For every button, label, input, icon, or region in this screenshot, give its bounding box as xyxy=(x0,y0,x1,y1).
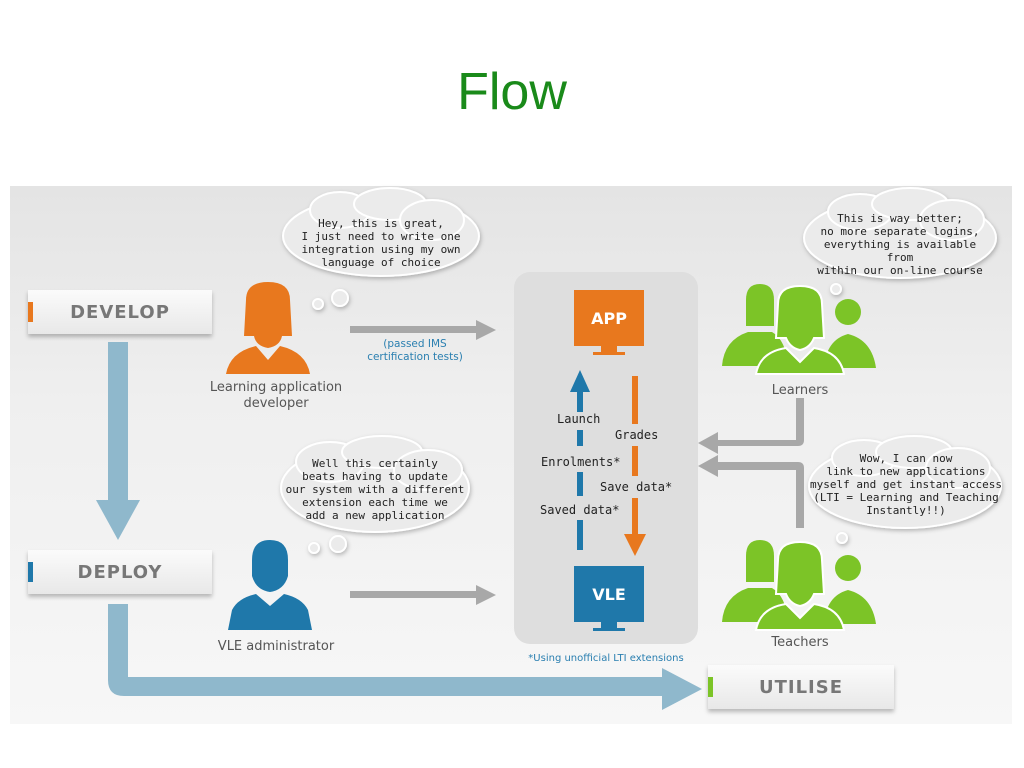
developer-quote-line: Hey, this is great, xyxy=(318,217,444,230)
admin-quote-line: beats having to update xyxy=(302,470,448,483)
deploy-stage-marker xyxy=(28,562,33,582)
admin-thought-cloud xyxy=(280,435,470,554)
vle-to-app-arrow xyxy=(570,370,590,550)
develop-stage-marker xyxy=(28,302,33,322)
admin-quote-line: add a new application xyxy=(305,509,445,522)
teachers-quote-line: Wow, I can now xyxy=(859,452,953,465)
learners-quote-line: everything is available from xyxy=(823,238,977,264)
learners-quote: This is way better; no more separate log… xyxy=(808,212,992,277)
admin-quote-line: Well this certainly xyxy=(312,457,438,470)
admin-to-vle-arrow xyxy=(350,585,496,605)
developer-person-icon xyxy=(226,282,310,374)
teachers-quote-line: (LTI = Learning and Teaching xyxy=(813,491,999,504)
flow-grades-label: Grades xyxy=(615,428,659,442)
page-title: Flow xyxy=(457,63,567,121)
teachers-quote-line: link to new applications xyxy=(826,465,986,478)
ims-note-line1: (passed IMS xyxy=(383,338,447,350)
deploy-stage-text: DEPLOY xyxy=(77,561,163,583)
learners-group-icon xyxy=(722,284,876,375)
develop-stage-label: DEVELOP xyxy=(28,290,212,334)
developer-to-app-arrow xyxy=(350,320,496,340)
develop-to-deploy-arrow xyxy=(96,342,140,540)
teachers-group-icon xyxy=(722,540,876,631)
utilise-stage-text: UTILISE xyxy=(758,676,844,698)
teachers-to-center-arrow xyxy=(698,455,804,528)
utilise-stage-label: UTILISE xyxy=(708,665,894,709)
deploy-stage-label: DEPLOY xyxy=(28,550,212,594)
teachers-caption: Teachers xyxy=(771,635,829,650)
learners-quote-line: This is way better; xyxy=(837,212,963,225)
developer-caption-line1: Learning application xyxy=(209,380,343,395)
flow-enrolments-label: Enrolments* xyxy=(541,455,621,469)
admin-quote-line: extension each time we xyxy=(302,496,448,509)
learners-caption: Learners xyxy=(771,383,829,398)
teachers-quote: Wow, I can now link to new applications … xyxy=(808,452,1004,517)
admin-quote-line: our system with a different xyxy=(285,483,465,496)
learners-to-center-arrow xyxy=(698,398,804,454)
deploy-to-utilise-arrow xyxy=(108,604,702,710)
developer-caption: Learning application developer xyxy=(196,380,356,412)
vle-label: VLE xyxy=(592,584,626,604)
develop-stage-text: DEVELOP xyxy=(70,301,170,323)
developer-thought-cloud xyxy=(282,187,480,310)
admin-quote: Well this certainly beats having to upda… xyxy=(278,457,472,522)
teachers-thought-cloud xyxy=(808,435,1002,544)
app-label: APP xyxy=(591,308,627,328)
learners-quote-line: within our on-line course xyxy=(817,264,983,277)
admin-person-icon xyxy=(228,540,312,630)
app-screen-icon: APP xyxy=(574,290,644,346)
learners-thought-cloud xyxy=(803,187,997,295)
footnote: *Using unofficial LTI extensions xyxy=(528,653,684,664)
flow-saved-data-label: Saved data* xyxy=(540,503,620,517)
ims-note: (passed IMS certification tests) xyxy=(352,338,478,364)
flow-save-data-label: Save data* xyxy=(600,480,673,494)
developer-quote: Hey, this is great, I just need to write… xyxy=(296,217,466,269)
app-to-vle-arrow xyxy=(624,376,646,556)
developer-caption-line2: developer xyxy=(243,396,309,411)
teachers-quote-line: Instantly!!) xyxy=(866,504,946,517)
teachers-quote-line: myself and get instant access xyxy=(809,478,1003,491)
utilise-stage-marker xyxy=(708,677,713,697)
developer-quote-line: language of choice xyxy=(321,256,441,269)
flow-launch-label: Launch xyxy=(557,412,601,426)
ims-note-line2: certification tests) xyxy=(367,351,463,363)
developer-quote-line: integration using my own xyxy=(301,243,461,256)
admin-caption: VLE administrator xyxy=(217,639,335,654)
developer-quote-line: I just need to write one xyxy=(301,230,461,243)
learners-quote-line: no more separate logins, xyxy=(820,225,980,238)
vle-screen-icon: VLE xyxy=(574,566,644,622)
